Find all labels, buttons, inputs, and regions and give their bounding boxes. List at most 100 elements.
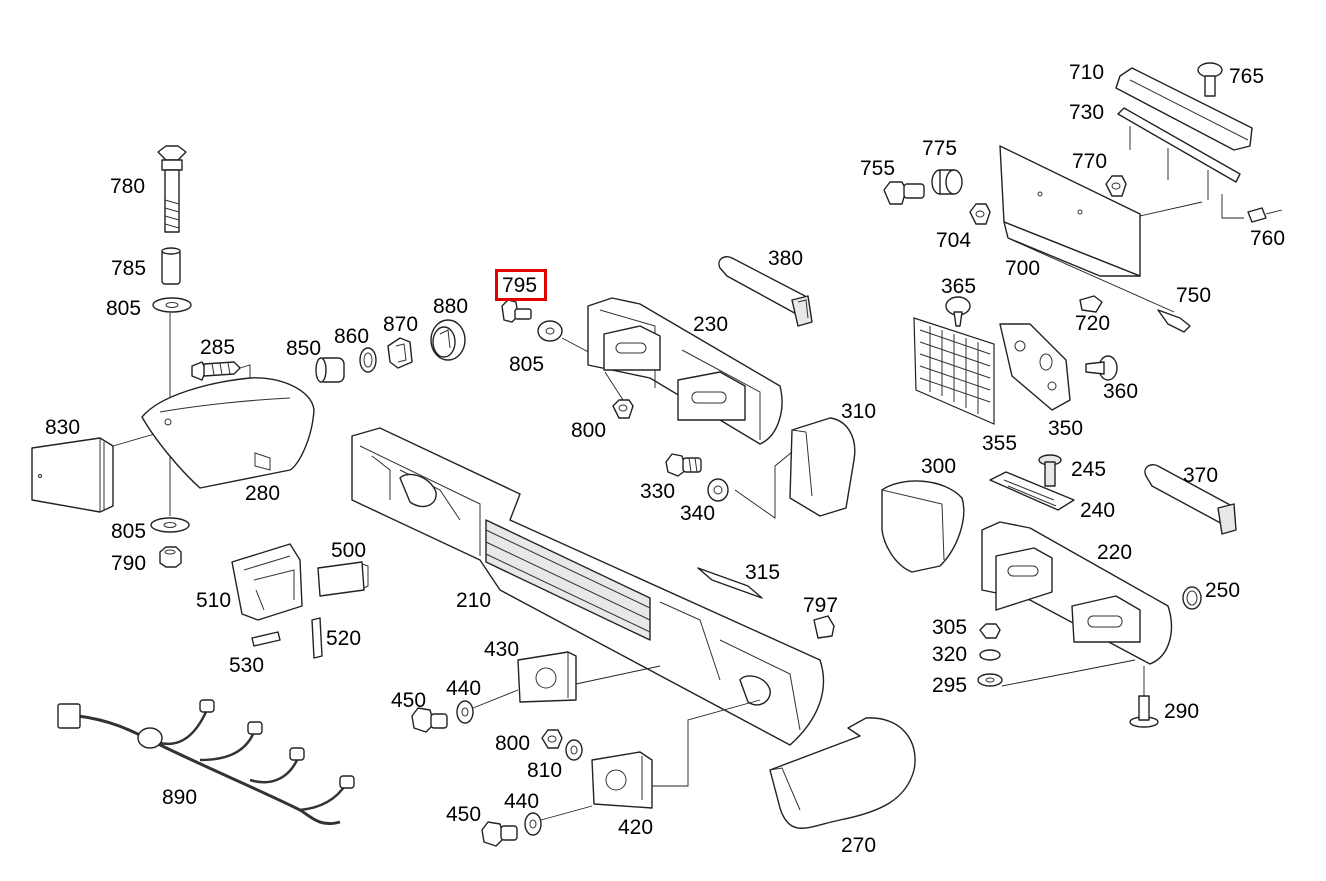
callout-310: 310 <box>841 400 876 423</box>
callout-440-lower: 440 <box>504 790 539 813</box>
part-710-top-rail <box>1115 67 1253 151</box>
part-295-washer <box>977 673 1003 687</box>
callout-770: 770 <box>1072 150 1107 173</box>
part-785-sleeve <box>161 247 181 285</box>
callout-790: 790 <box>111 552 146 575</box>
part-450-bolt-upper <box>411 707 448 733</box>
part-355-grille <box>913 317 995 425</box>
part-780-bolt <box>157 145 187 233</box>
callout-797: 797 <box>803 594 838 617</box>
callout-530: 530 <box>229 654 264 677</box>
callout-280: 280 <box>245 482 280 505</box>
part-240-plate <box>989 471 1075 511</box>
callout-704: 704 <box>936 229 971 252</box>
callout-315: 315 <box>745 561 780 584</box>
part-320-washer <box>979 649 1001 661</box>
callout-430: 430 <box>484 638 519 661</box>
part-440-washer-upper <box>456 700 474 724</box>
callout-210: 210 <box>456 589 491 612</box>
part-870-clip <box>387 337 413 369</box>
callout-300: 300 <box>921 455 956 478</box>
part-430-bracket <box>517 651 577 703</box>
part-805-washer-bottom <box>150 517 190 533</box>
part-305-nut <box>979 623 1001 639</box>
callout-890: 890 <box>162 786 197 809</box>
part-350-bracket-plate <box>999 323 1071 411</box>
part-860-ring <box>359 347 377 373</box>
callout-270: 270 <box>841 834 876 857</box>
part-360-screw <box>1085 355 1118 381</box>
part-365-screw <box>945 296 971 327</box>
callout-380: 380 <box>768 247 803 270</box>
part-520-strip <box>311 617 323 659</box>
callout-350: 350 <box>1048 417 1083 440</box>
part-230-bracket <box>587 297 783 445</box>
part-340-washer <box>707 478 729 502</box>
callout-440-upper: 440 <box>446 677 481 700</box>
part-795-bolt <box>501 299 532 323</box>
part-830-plate <box>31 437 114 513</box>
callout-510: 510 <box>196 589 231 612</box>
part-890-wiring-harness <box>57 699 355 825</box>
callout-500: 500 <box>331 539 366 562</box>
callout-305: 305 <box>932 616 967 639</box>
callout-755: 755 <box>860 157 895 180</box>
callout-365: 365 <box>941 275 976 298</box>
part-300-end-cap <box>881 480 965 573</box>
part-800-nut-lower <box>541 729 563 749</box>
callout-220: 220 <box>1097 541 1132 564</box>
part-510-holder <box>231 543 303 621</box>
callout-245: 245 <box>1071 458 1106 481</box>
part-280-side-cover <box>141 377 315 489</box>
part-290-bolt <box>1129 695 1159 728</box>
callout-860: 860 <box>334 325 369 348</box>
callout-230: 230 <box>693 313 728 336</box>
callout-420: 420 <box>618 816 653 839</box>
part-220-bracket <box>981 521 1173 665</box>
callout-810: 810 <box>527 759 562 782</box>
callout-880: 880 <box>433 295 468 318</box>
callout-780: 780 <box>110 175 145 198</box>
part-850-plug <box>315 357 345 383</box>
callout-450-upper: 450 <box>391 689 426 712</box>
part-330-bolt <box>665 453 702 477</box>
callout-720: 720 <box>1075 312 1110 335</box>
part-530-strip <box>251 631 281 647</box>
part-420-bracket <box>591 751 653 809</box>
callout-360: 360 <box>1103 380 1138 403</box>
callout-830: 830 <box>45 416 80 439</box>
part-800-nut-upper <box>612 399 634 419</box>
callout-775: 775 <box>922 137 957 160</box>
part-760-screw <box>1247 207 1283 223</box>
part-770-nut <box>1105 175 1127 197</box>
part-310-end-cap <box>789 417 856 517</box>
callout-750: 750 <box>1176 284 1211 307</box>
part-797-clip <box>813 615 835 639</box>
callout-330: 330 <box>640 480 675 503</box>
callout-805-bottom: 805 <box>111 520 146 543</box>
callout-250: 250 <box>1205 579 1240 602</box>
callout-795-highlight-box <box>495 269 547 301</box>
part-315-label <box>697 567 763 599</box>
part-805-washer <box>537 320 563 342</box>
part-765-screw <box>1197 62 1223 97</box>
callout-785: 785 <box>111 257 146 280</box>
callout-285: 285 <box>200 336 235 359</box>
part-755-bolt <box>883 181 925 205</box>
part-285-screw <box>191 361 241 381</box>
part-440-washer-lower <box>524 812 542 836</box>
part-500-module <box>317 561 369 597</box>
callout-870: 870 <box>383 313 418 336</box>
callout-355: 355 <box>982 432 1017 455</box>
callout-800-upper: 800 <box>571 419 606 442</box>
part-250-grommet <box>1182 586 1202 610</box>
callout-320: 320 <box>932 643 967 666</box>
part-790-nut <box>159 546 182 568</box>
part-720-clip <box>1079 295 1103 313</box>
part-700-plate-holder <box>999 145 1141 277</box>
callout-805-mid: 805 <box>509 353 544 376</box>
part-805-washer-top <box>152 297 192 313</box>
part-270-end-cap <box>769 717 916 829</box>
part-245-bolt <box>1038 454 1062 487</box>
